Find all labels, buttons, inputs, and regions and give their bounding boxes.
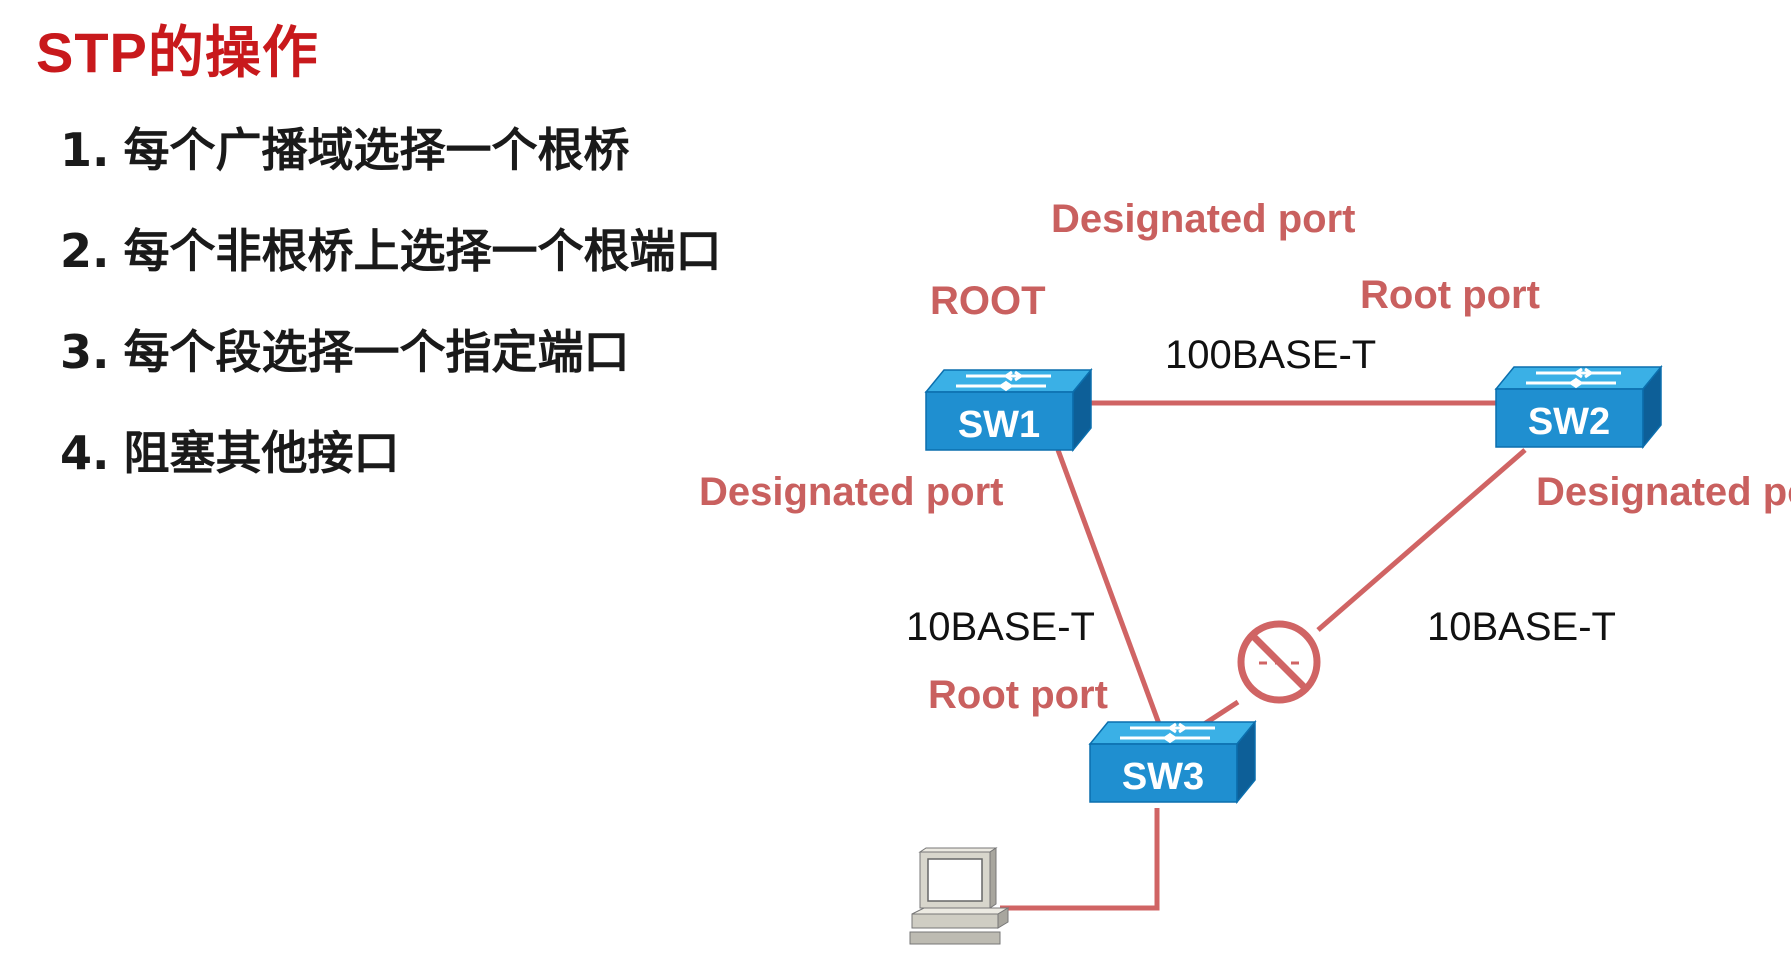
link-sw1-sw3 [1055,449,1165,733]
switch-sw3: SW3 [1088,720,1257,804]
link-label-sw1-sw3: 10BASE-T [906,605,1095,649]
step-text: 阻塞其他接口 [123,426,400,480]
switch-label: SW3 [1122,756,1204,798]
list-item: 4.阻塞其他接口 [60,423,721,524]
switch-label: SW2 [1528,401,1610,443]
step-text: 每个非根桥上选择一个根端口 [123,224,722,278]
port-label-sw3-to-sw1: Root port [928,673,1108,717]
list-item: 2.每个非根桥上选择一个根端口 [60,221,721,322]
step-number: 3. [60,325,110,379]
list-item: 1.每个广播域选择一个根桥 [60,120,721,221]
port-label-sw2-to-sw1: Root port [1360,273,1540,317]
step-number: 4. [60,426,110,480]
link-sw2-sw3-upper [1316,448,1527,632]
link-label-sw1-sw2: 100BASE-T [1165,333,1376,377]
step-number: 2. [60,224,110,278]
root-bridge-label: ROOT [930,279,1046,323]
step-text: 每个段选择一个指定端口 [123,325,630,379]
switch-sw2: SW2 [1494,365,1663,449]
step-text: 每个广播域选择一个根桥 [123,123,630,177]
link-label-sw2-sw3: 10BASE-T [1427,605,1616,649]
computer-icon [909,847,1010,945]
list-item: 3.每个段选择一个指定端口 [60,322,721,423]
port-label-sw2-to-sw3: Designated port [1536,470,1791,514]
port-label-sw1-to-sw2: Designated port [1051,197,1355,241]
page-title: STP的操作 [36,21,319,84]
blocked-port-icon [1237,620,1321,704]
step-list: 1.每个广播域选择一个根桥 2.每个非根桥上选择一个根端口 3.每个段选择一个指… [60,120,721,524]
switch-label: SW1 [958,404,1040,446]
port-label-sw1-to-sw3: Designated port [699,470,1003,514]
step-number: 1. [60,123,110,177]
switch-sw1: SW1 [924,368,1093,452]
link-sw3-computer [1000,808,1160,911]
